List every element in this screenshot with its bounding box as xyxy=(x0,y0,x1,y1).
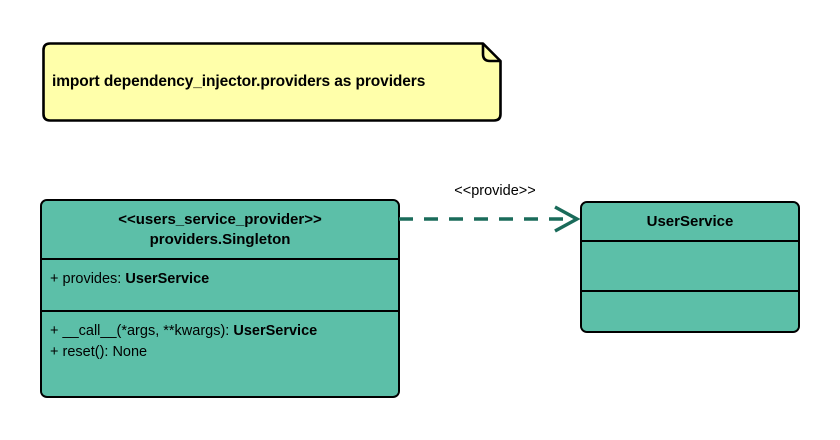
operation-signature: __call__(*args, **kwargs): xyxy=(62,323,230,339)
class-operations-user-service xyxy=(582,290,798,331)
attribute-type: UserService xyxy=(125,271,210,287)
operation-visibility: + xyxy=(50,323,59,339)
class-box-user-service[interactable]: UserService xyxy=(580,201,800,333)
class-stereotype-provider: <<users_service_provider>> xyxy=(118,211,322,229)
class-header-user-service: UserService xyxy=(582,203,798,240)
attribute-name: provides: xyxy=(62,271,122,287)
attribute-row: + provides: UserService xyxy=(50,269,390,290)
operation-signature: reset(): None xyxy=(62,343,148,360)
connector-label-provide: <<provide>> xyxy=(454,183,536,199)
operation-row: + reset(): None xyxy=(50,342,390,363)
class-name-provider: providers.Singleton xyxy=(149,230,291,248)
class-attributes-provider: + provides: UserService xyxy=(42,258,398,310)
note-text: import dependency_injector.providers as … xyxy=(52,73,426,90)
class-header-provider: <<users_service_provider>> providers.Sin… xyxy=(42,201,398,258)
class-attributes-user-service xyxy=(582,240,798,290)
note-import-statement[interactable]: import dependency_injector.providers as … xyxy=(40,41,503,123)
attribute-visibility: + xyxy=(50,271,59,287)
class-box-users-service-provider[interactable]: <<users_service_provider>> providers.Sin… xyxy=(40,199,400,398)
connector-provide[interactable]: <<provide>> xyxy=(395,183,590,233)
class-operations-provider: + __call__(*args, **kwargs): UserService… xyxy=(42,310,398,395)
operation-row: + __call__(*args, **kwargs): UserService xyxy=(50,321,390,342)
operation-return-type: UserService xyxy=(233,323,318,339)
operation-visibility: + xyxy=(50,343,59,360)
note-shape-icon xyxy=(42,42,502,122)
class-name-user-service: UserService xyxy=(646,212,734,230)
connector-arrow-icon xyxy=(399,205,581,233)
